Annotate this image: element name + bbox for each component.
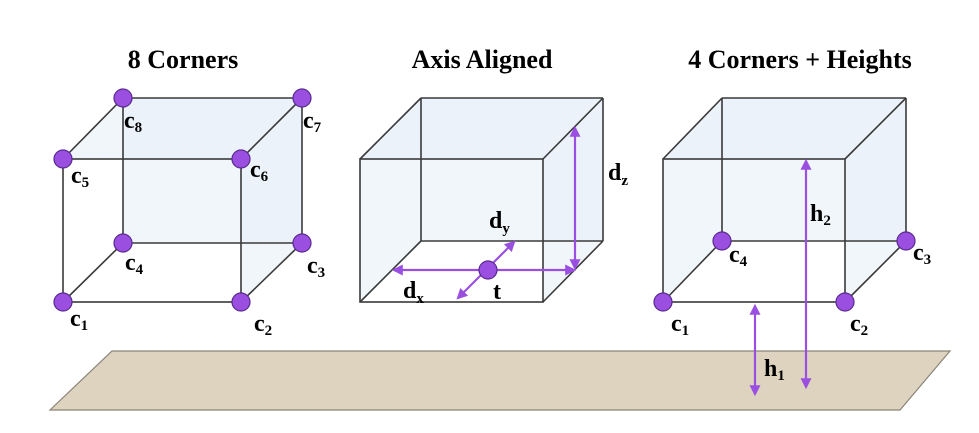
corner4-c2-dot	[835, 292, 855, 312]
label4-c3: c3	[913, 240, 931, 268]
cube-8-corners: c1 c2 c3 c4 c5 c6 c7 c8	[53, 88, 325, 339]
label-dx: dx	[403, 278, 424, 307]
label-c3: c3	[307, 253, 325, 281]
panel-title-8-corners: 8 Corners	[128, 45, 238, 74]
label4-c1: c1	[671, 311, 689, 339]
corner4-c4-dot	[712, 231, 732, 251]
label-h2: h2	[810, 201, 831, 229]
corner-c5-dot	[53, 149, 73, 169]
label-c2: c2	[254, 311, 272, 339]
corner-c1-dot	[53, 292, 73, 312]
panel-title-4-corners-heights: 4 Corners + Heights	[688, 45, 912, 74]
corner-c4-dot	[113, 233, 133, 253]
label-c7: c7	[303, 108, 322, 136]
label-t: t	[493, 279, 501, 305]
label-c1: c1	[70, 306, 88, 334]
corner-c2-dot	[231, 292, 251, 312]
label4-c2: c2	[850, 311, 868, 339]
center-t-dot	[478, 260, 498, 280]
corner4-c1-dot	[653, 292, 673, 312]
label-dy: dy	[489, 208, 510, 237]
corner-c8-dot	[113, 88, 133, 108]
cube-axis-aligned: dx dy dz t	[359, 97, 628, 307]
label-c4: c4	[125, 250, 144, 278]
panel-title-axis-aligned: Axis Aligned	[412, 45, 553, 74]
label-c5: c5	[71, 163, 89, 191]
corner-c3-dot	[292, 233, 312, 253]
label-c8: c8	[124, 108, 142, 136]
ground-plane	[48, 350, 952, 411]
label-h1: h1	[764, 356, 785, 384]
corner4-c3-dot	[896, 231, 916, 251]
label-c6: c6	[250, 157, 269, 185]
corner-c7-dot	[292, 88, 312, 108]
cube-4-corners-heights: c1 c2 c3 c4 h1 h2	[653, 97, 931, 397]
label4-c4: c4	[729, 242, 748, 270]
label-dz: dz	[608, 160, 628, 189]
corner-c6-dot	[231, 149, 251, 169]
